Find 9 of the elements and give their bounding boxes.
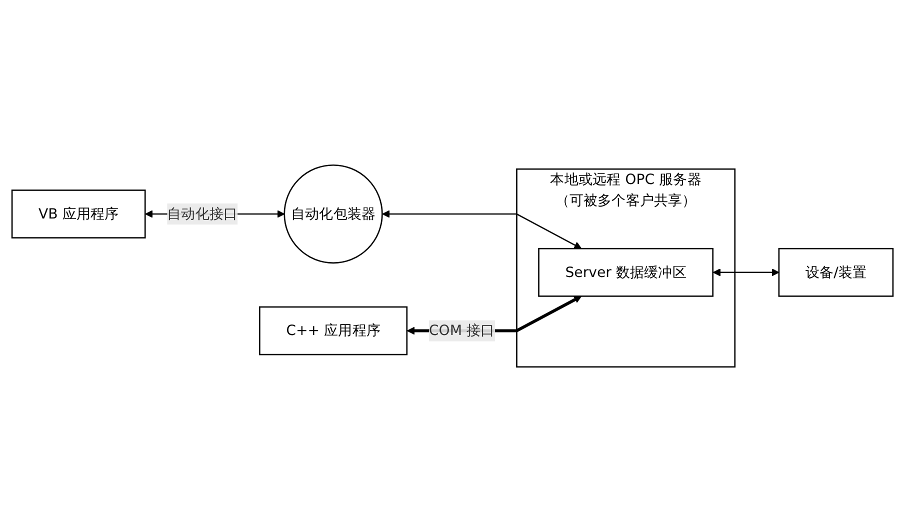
edge-label: COM 接口 bbox=[428, 322, 495, 339]
node-circle: 自动化包装器 bbox=[284, 164, 383, 264]
node-box: VB 应用程序 bbox=[11, 190, 146, 238]
node-box: C++ 应用程序 bbox=[259, 306, 408, 356]
arrow bbox=[712, 268, 780, 276]
node-box: Server 数据缓冲区 bbox=[538, 248, 714, 297]
node-box: 设备/装置 bbox=[778, 248, 894, 297]
arrow bbox=[382, 210, 582, 249]
edge-label: 自动化接口 bbox=[167, 205, 238, 222]
